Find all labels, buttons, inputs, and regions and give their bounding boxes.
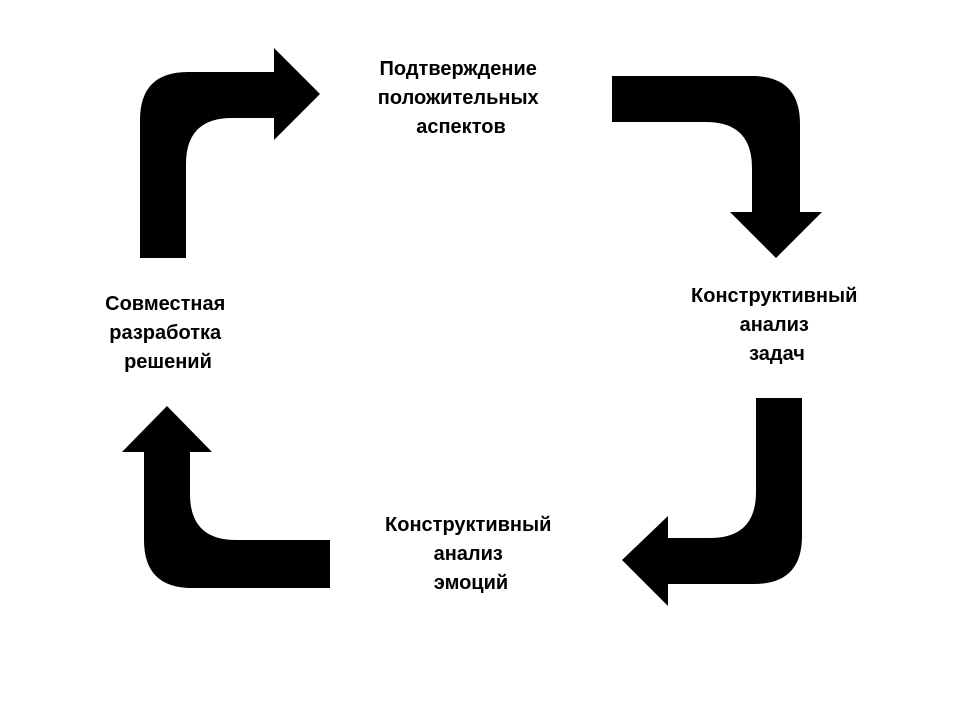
arrow-to-task-icon xyxy=(612,76,822,258)
node-line: Конструктивный xyxy=(691,285,857,307)
arrow-to-confirm-icon xyxy=(140,48,320,258)
node-line: анализ xyxy=(434,543,503,565)
node-line: анализ xyxy=(740,314,809,336)
node-line: положительных xyxy=(378,87,539,109)
node-line: аспектов xyxy=(416,116,506,138)
node-emotion-analysis: Конструктивный анализ эмоций xyxy=(385,514,557,594)
node-line: эмоций xyxy=(434,572,508,594)
node-joint-solutions: Совместная разработка решений xyxy=(105,293,231,373)
node-line: Подтверждение xyxy=(380,58,537,80)
node-line: задач xyxy=(749,343,805,365)
node-task-analysis: Конструктивный анализ задач xyxy=(691,285,863,365)
arrow-to-emotion-icon xyxy=(622,398,802,606)
node-line: Конструктивный xyxy=(385,514,551,536)
node-line: решений xyxy=(124,351,212,373)
node-confirm-positive: Подтверждение положительных аспектов xyxy=(378,58,544,138)
arrow-to-joint-icon xyxy=(122,406,330,588)
node-line: разработка xyxy=(109,322,222,344)
node-line: Совместная xyxy=(105,293,225,315)
